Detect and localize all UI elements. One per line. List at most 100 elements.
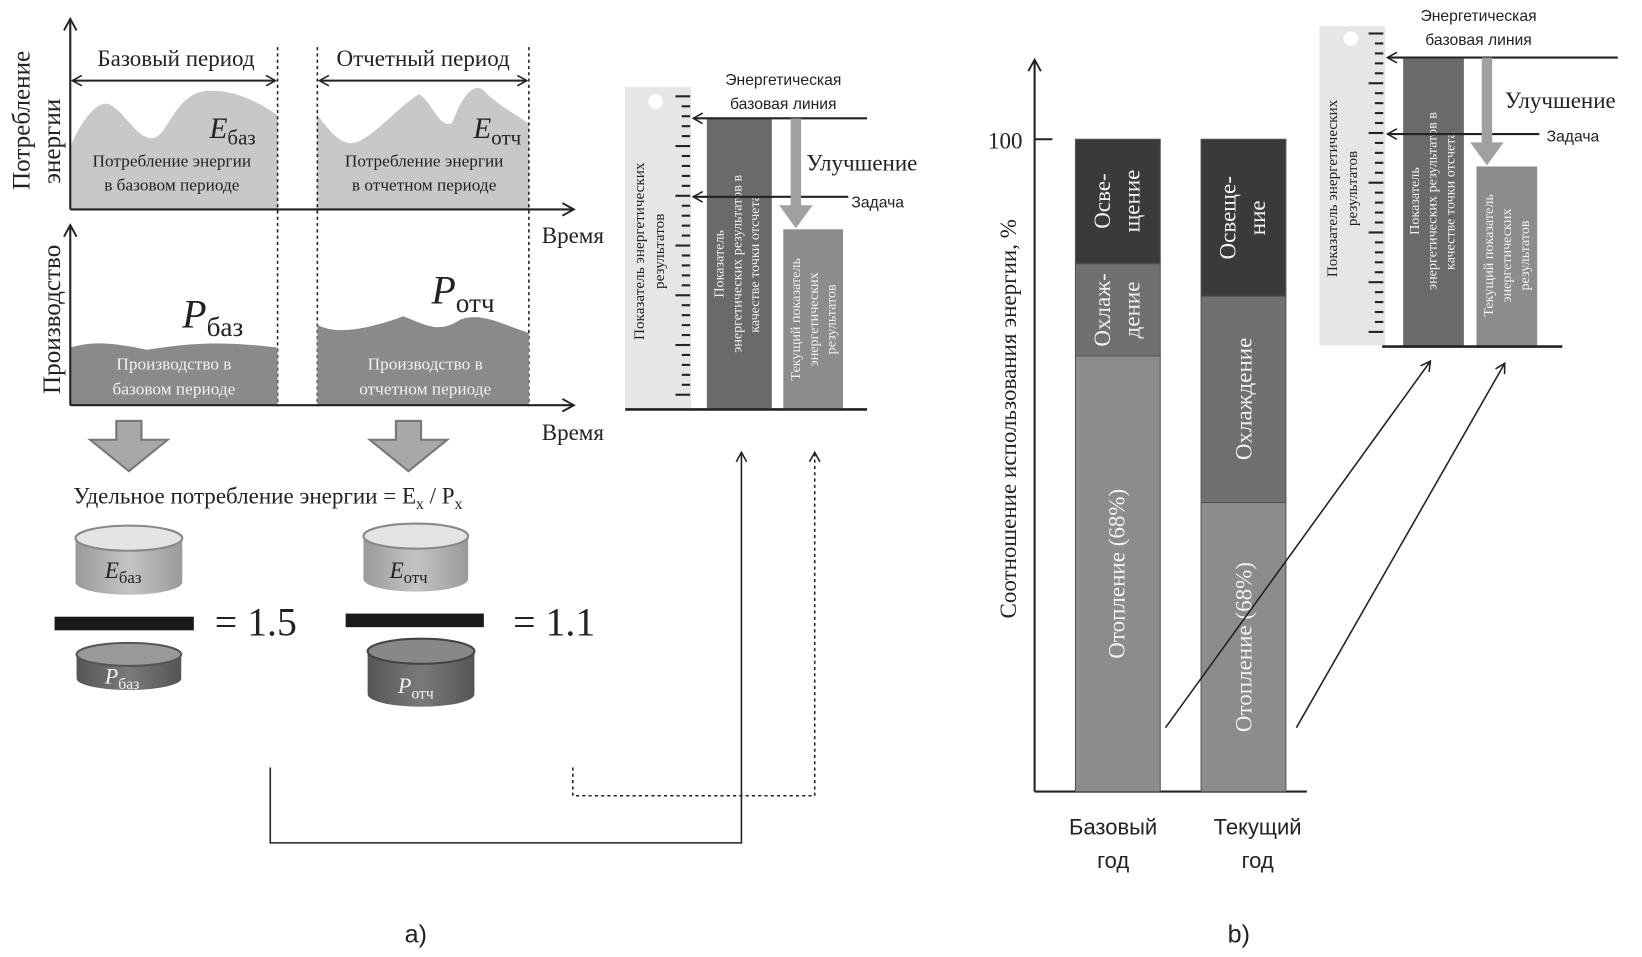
svg-text:энергетических результатов в: энергетических результатов в <box>729 175 745 353</box>
category-label: год <box>1242 848 1274 873</box>
energy-axis-label-1: Потребление <box>8 51 35 190</box>
svg-text:результатов: результатов <box>824 284 840 354</box>
panel-a-label: a) <box>405 920 427 948</box>
indicator-b: Показатель энергетических результатов По… <box>1319 8 1618 348</box>
segment-cooling <box>1074 263 1161 357</box>
indicator-a: Показатель энергетических результатов По… <box>625 72 917 411</box>
svg-text:Отопление (68%): Отопление (68%) <box>1104 489 1130 659</box>
bar-current-year: Освеще- ние Охлаждение Отопление (68%) Т… <box>1200 138 1302 873</box>
energy-report-text: Потребление энергии <box>345 151 504 170</box>
connector-arrow <box>1295 361 1506 729</box>
prod-base-text: базовом периоде <box>113 380 236 399</box>
panel-b-label: b) <box>1228 920 1250 948</box>
cylinder-e-base: Eбаз <box>74 524 184 595</box>
svg-text:энергетических результатов в: энергетических результатов в <box>1425 112 1441 290</box>
energy-base-text: в базовом периоде <box>104 176 240 195</box>
svg-text:Pбаз: Pбаз <box>104 664 140 693</box>
time-label-top: Время <box>542 222 605 248</box>
p-report-symbol: Pотч <box>430 269 494 318</box>
ruler-hole <box>648 94 663 109</box>
svg-text:качестве точки отсчета: качестве точки отсчета <box>747 194 763 333</box>
ruler <box>1319 26 1386 346</box>
svg-text:Показатель: Показатель <box>1407 167 1423 235</box>
connector-arrow <box>1164 359 1432 729</box>
cylinder-p-base: Pбаз <box>75 641 183 693</box>
fraction-bar <box>345 613 484 628</box>
down-block-arrow-icon <box>366 419 451 473</box>
energy-base-area <box>70 90 278 210</box>
ruler-hole <box>1343 31 1359 47</box>
base-period-label: Базовый период <box>97 45 254 71</box>
ruler-ticks <box>1368 32 1384 333</box>
e-report-symbol: Eотч <box>472 113 521 149</box>
segment-lighting <box>1200 138 1287 297</box>
e-base-symbol: Eбаз <box>209 113 256 149</box>
cylinder-p-report: Pотч <box>366 637 476 707</box>
connector-dotted <box>572 450 821 797</box>
svg-text:ние: ние <box>1244 200 1270 235</box>
segment-heating <box>1200 502 1287 793</box>
svg-text:Охлаж-: Охлаж- <box>1089 273 1115 346</box>
category-label: год <box>1097 848 1129 873</box>
svg-text:Текущий показатель: Текущий показатель <box>1481 194 1497 317</box>
ratio-report: = 1.1 <box>513 601 595 645</box>
production-report-area <box>317 316 529 406</box>
improvement-arrow-icon <box>779 118 813 229</box>
production-base-area <box>70 343 278 406</box>
ruler <box>625 86 692 409</box>
svg-text:Отопление (68%): Отопление (68%) <box>1230 562 1256 732</box>
bar-base-year: Осве- щение Охлаж- дение Отопление (68%)… <box>1069 138 1161 873</box>
svg-text:Освеще-: Освеще- <box>1215 176 1241 259</box>
energy-report-text: в отчетном периоде <box>352 176 497 195</box>
current-bar <box>1476 166 1538 346</box>
p-base-symbol: Pбаз <box>181 293 243 342</box>
svg-text:Показатель: Показатель <box>712 230 728 298</box>
svg-text:энергетических: энергетических <box>806 272 822 366</box>
energy-report-area <box>317 87 529 210</box>
category-label: Базовый <box>1069 814 1157 839</box>
svg-text:качестве точки отсчета: качестве точки отсчета <box>1442 131 1458 270</box>
svg-text:дение: дение <box>1118 282 1144 339</box>
segment-heating <box>1074 355 1161 793</box>
svg-text:Eотч: Eотч <box>389 557 429 587</box>
baseline-label: базовая линия <box>1425 32 1532 49</box>
time-label-bottom: Время <box>542 419 605 445</box>
svg-text:щение: щение <box>1118 170 1144 233</box>
improvement-arrow-icon <box>1470 57 1504 166</box>
svg-text:Pотч: Pотч <box>397 673 434 702</box>
specific-energy-formula: Удельное потребление энергии = Ex / Px <box>73 483 462 513</box>
current-bar <box>783 229 843 409</box>
prod-report-text: Производство в <box>368 355 483 374</box>
ruler-ticks <box>675 95 691 396</box>
svg-text:Eбаз: Eбаз <box>104 557 142 587</box>
cylinder-e-report: Eотч <box>362 522 470 592</box>
report-period-label: Отчетный период <box>336 45 510 71</box>
panel-a: Потребление энергии Время Базовый период… <box>8 16 917 948</box>
svg-text:Осве-: Осве- <box>1089 173 1115 228</box>
baseline-label: Энергетическая <box>725 72 841 89</box>
svg-text:результатов: результатов <box>1517 220 1533 290</box>
target-label: Задача <box>851 194 904 211</box>
energy-axis-label-2: энергии <box>39 99 66 184</box>
y-tick-label: 100 <box>988 128 1023 154</box>
improvement-label: Улучшение <box>806 150 917 176</box>
down-block-arrow-icon <box>87 419 171 473</box>
svg-text:Текущий показатель: Текущий показатель <box>788 258 804 381</box>
y-axis-label: Соотношение использования энергии, % <box>995 219 1021 618</box>
panel-b: 100 Соотношение использования энергии, %… <box>988 8 1618 948</box>
prod-report-text: отчетном периоде <box>359 380 491 399</box>
production-axis-label: Производство <box>39 245 66 394</box>
fraction-bar <box>54 616 194 631</box>
baseline-bar <box>1403 58 1464 346</box>
category-label: Текущий <box>1214 814 1302 839</box>
baseline-label: базовая линия <box>730 96 837 113</box>
ruler-label: результатов <box>651 214 668 289</box>
baseline-label: Энергетическая <box>1420 8 1536 25</box>
energy-base-text: Потребление энергии <box>93 151 252 170</box>
ruler-label: Показатель энергетических <box>1324 99 1341 277</box>
baseline-bar <box>706 118 772 409</box>
target-label: Задача <box>1547 128 1600 145</box>
ratio-base: = 1.5 <box>215 601 297 645</box>
segment-lighting <box>1074 138 1161 265</box>
